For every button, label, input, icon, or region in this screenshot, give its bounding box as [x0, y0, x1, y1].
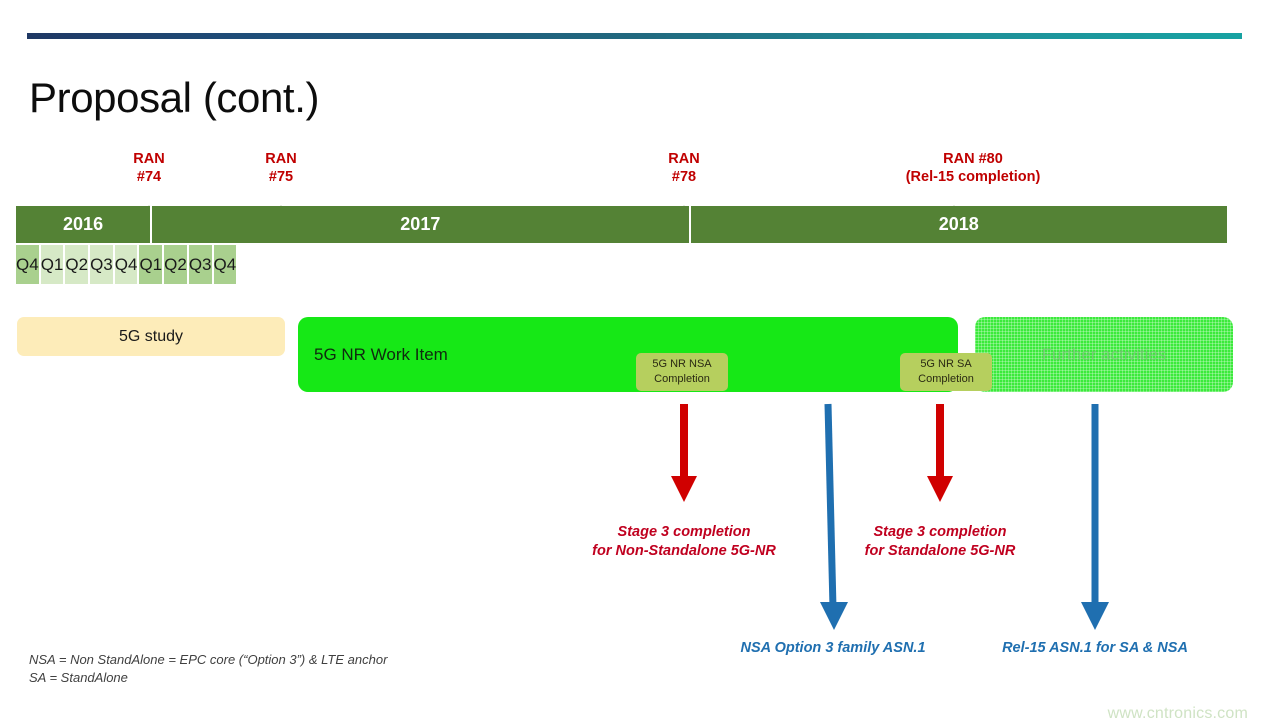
ran-label-line2: #74 [136, 169, 162, 186]
watermark: www.cntronics.com [1107, 705, 1248, 722]
chip-sa-line2: Completion [918, 373, 974, 385]
chip-nsa-line2: Completion [654, 373, 710, 385]
bar-5g-study-label: 5G study [118, 327, 184, 345]
timeline-quarter-2018-q2: Q2 [164, 245, 189, 284]
ran-milestone-label-74: RAN #74 [133, 150, 164, 187]
bar-5g-nr-work-item-label: 5G NR Work Item [314, 344, 448, 364]
timeline-year-row: 2016 2017 2018 [16, 206, 1227, 243]
timeline-quarter-2016-q4: Q4 [16, 245, 41, 284]
annotation-stage3-sa-line2: for Standalone 5G-NR [864, 542, 1016, 559]
red-arrow-sa [927, 404, 953, 502]
bar-5g-nr-work-item: 5G NR Work Item [298, 317, 958, 392]
ran-milestone-label-80: RAN #80 (Rel-15 completion) [906, 150, 1041, 187]
timeline-year-2016: 2016 [16, 206, 153, 243]
chip-5g-nr-sa-completion: 5G NR SA Completion [900, 353, 992, 391]
timeline-quarter-2017-q3: Q3 [90, 245, 115, 284]
page-title: Proposal (cont.) [29, 74, 320, 121]
bar-further-activities-label: Further activities [1041, 344, 1167, 364]
annotation-stage3-nsa-line1: Stage 3 completion [617, 524, 751, 540]
footnote-legend: NSA = Non StandAlone = EPC core (“Option… [29, 651, 387, 688]
ran-label-line2: #75 [268, 169, 294, 186]
timeline-quarter-2017-q2: Q2 [65, 245, 91, 284]
annotation-stage3-nsa: Stage 3 completion for Non-Standalone 5G… [592, 523, 776, 560]
blue-arrow-nsa-asn1 [820, 403, 848, 630]
timeline-quarter-2017-q4: Q4 [114, 245, 140, 284]
bar-5g-study: 5G study [17, 317, 285, 356]
annotation-stage3-sa: Stage 3 completion for Standalone 5G-NR [865, 523, 1016, 560]
annotation-rel15-asn1: Rel-15 ASN.1 for SA & NSA [1002, 640, 1188, 656]
timeline-quarter-2018-q3: Q3 [188, 245, 214, 284]
timeline-quarter-row: Q4 Q1 Q2 Q3 Q4 Q1 Q2 Q3 Q4 [16, 245, 1227, 284]
timeline-year-2018: 2018 [690, 206, 1227, 243]
footnote-line-sa: SA = StandAlone [29, 670, 128, 686]
ran-milestone-label-78: RAN #78 [668, 150, 699, 187]
timeline-quarter-2018-q4: Q4 [213, 245, 237, 284]
ran-label-line1: RAN [133, 151, 165, 167]
annotation-nsa-option3-asn1: NSA Option 3 family ASN.1 [740, 640, 926, 656]
ran-label-line1: RAN [265, 151, 297, 167]
blue-arrow-rel15-asn1 [1081, 404, 1109, 630]
timeline-quarter-2018-q1: Q1 [139, 245, 165, 284]
timeline-quarter-2017-q1: Q1 [40, 245, 66, 284]
ran-label-line1: RAN [668, 151, 700, 167]
ran-milestone-label-75: RAN #75 [265, 150, 296, 187]
ran-label-line2: #78 [671, 169, 697, 186]
chip-5g-nr-nsa-completion: 5G NR NSA Completion [636, 353, 728, 391]
bar-further-activities: Further activities [975, 317, 1233, 392]
chip-nsa-line1: 5G NR NSA [652, 358, 712, 371]
ran-label-line2: (Rel-15 completion) [905, 169, 1041, 186]
footnote-line-nsa: NSA = Non StandAlone = EPC core (“Option… [29, 652, 388, 667]
timeline-grid: 2016 2017 2018 Q4 Q1 Q2 Q3 Q4 Q1 Q2 Q3 Q… [16, 206, 1227, 284]
timeline-year-2017: 2017 [152, 206, 691, 243]
annotation-stage3-nsa-line2: for Non-Standalone 5G-NR [592, 542, 776, 559]
ran-label-line1: RAN #80 [943, 151, 1003, 167]
red-arrow-nsa [671, 404, 697, 502]
header-accent-bar [27, 33, 1242, 39]
chip-sa-line1: 5G NR SA [920, 358, 972, 371]
annotation-stage3-sa-line1: Stage 3 completion [873, 524, 1007, 540]
